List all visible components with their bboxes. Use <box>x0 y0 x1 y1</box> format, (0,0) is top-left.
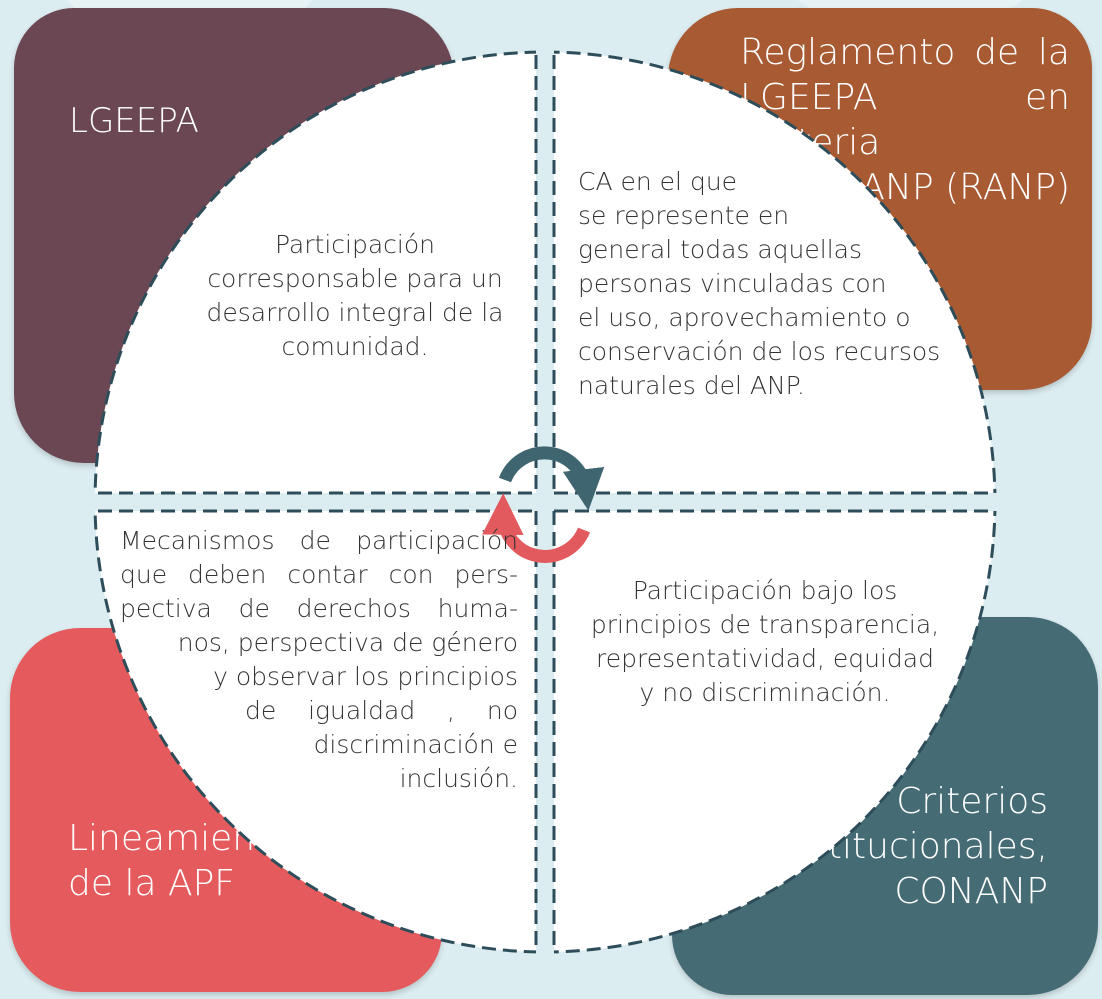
text-line: nos, perspectiva de género <box>177 628 518 657</box>
text-line: conservación de los recursos <box>578 337 941 366</box>
ranp-title-line: Reglamento de la <box>740 32 1070 73</box>
quadrant-top-left <box>93 50 538 495</box>
text-line: general todas aquellas <box>578 235 863 264</box>
quadrant-text-lgeepa: Participación corresponsable para un des… <box>190 228 520 364</box>
quadrant-text-conanp: Participación bajo los principios de tra… <box>570 574 960 710</box>
text-line: el uso, aprovechamiento o <box>578 303 911 332</box>
text-line: discriminación e <box>313 730 518 759</box>
text-line: corresponsable para un <box>207 264 503 293</box>
text-line: Mecanismos de participación <box>120 526 518 555</box>
text-line: comunidad. <box>281 332 429 361</box>
text-line: naturales del ANP. <box>578 371 805 400</box>
quadrant-bottom-left <box>93 509 538 954</box>
text-line: que deben contar con pers- <box>120 560 518 589</box>
cycle-arrows-icon <box>482 446 605 563</box>
apf-title-line: de la APF <box>68 863 235 904</box>
text-line: y no discriminación. <box>639 678 891 707</box>
text-line: desarrollo integral de la <box>206 298 504 327</box>
quadrant-text-apf: Mecanismos de participación que deben co… <box>120 524 518 796</box>
text-line: Participación bajo los <box>632 576 898 605</box>
text-line: Participación <box>274 230 435 259</box>
text-line: personas vinculadas con <box>578 269 887 298</box>
text-line: principios de transparencia, <box>590 610 940 639</box>
text-line: y observar los principios <box>213 662 518 691</box>
text-line: pectiva de derechos huma- <box>120 594 518 623</box>
lgeepa-title: LGEEPA <box>69 101 199 141</box>
text-line: de igualdad , no <box>245 696 518 725</box>
quadrant-top-right <box>552 50 997 495</box>
text-line: representatividad, equidad <box>595 644 934 673</box>
text-line: CA en el que <box>578 167 738 196</box>
conanp-title-line: Criterios <box>896 781 1048 822</box>
text-line: se represente en <box>578 201 790 230</box>
quadrant-bottom-right <box>552 509 997 954</box>
text-line: inclusión. <box>399 764 518 793</box>
conanp-title-line: CONANP <box>894 871 1048 912</box>
quadrant-text-ranp: CA en el que se represente en general to… <box>578 165 958 403</box>
